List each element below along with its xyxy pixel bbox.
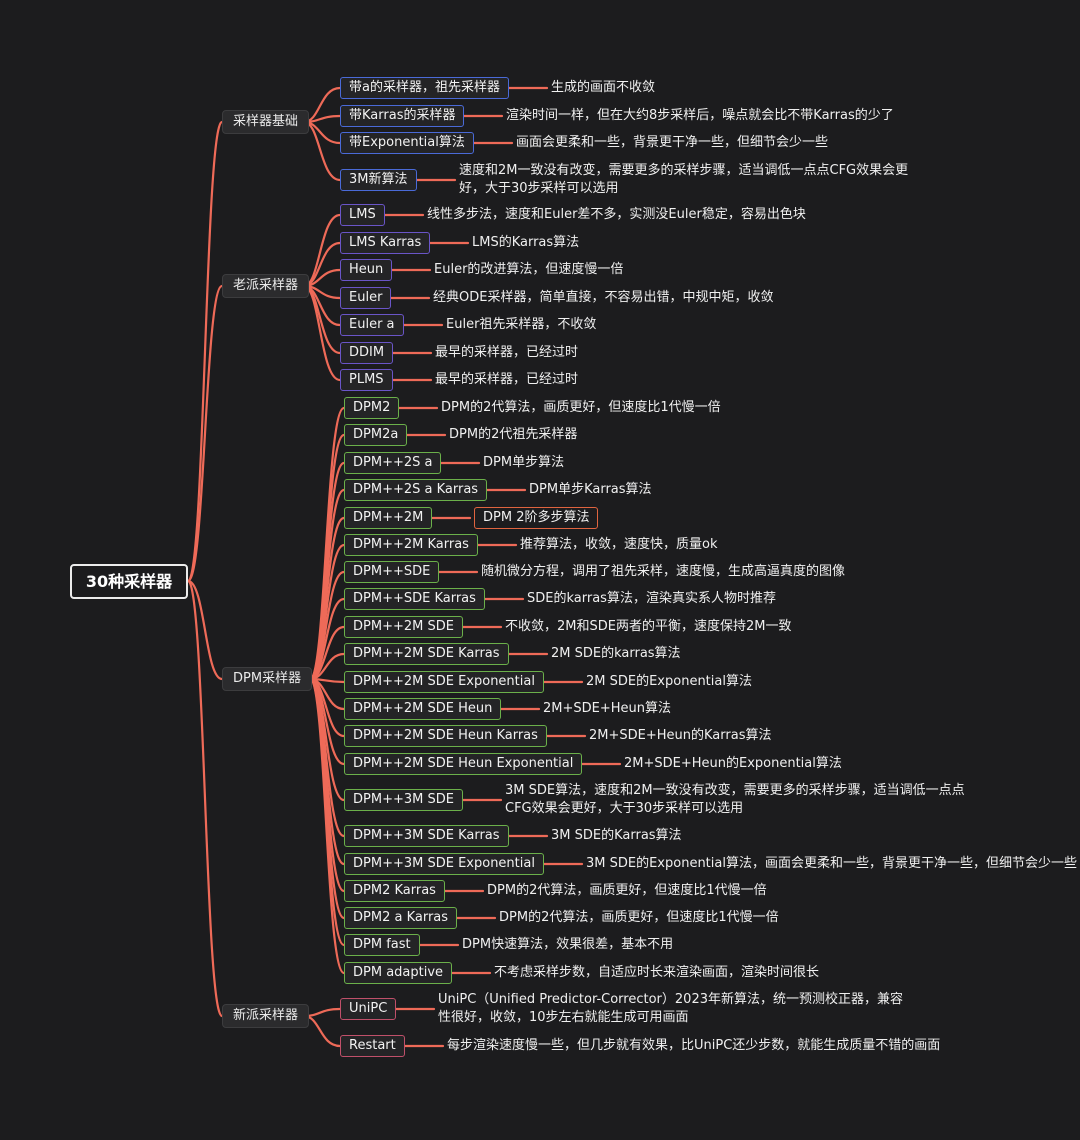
desc-dpm2a: DPM的2代祖先采样器 (449, 427, 578, 442)
connector-line (302, 284, 342, 382)
desc-dpm-fast: DPM快速算法，效果很差，基本不用 (462, 937, 674, 952)
desc-dpmpp-3m-sde-exponential: 3M SDE的Exponential算法，画面会更柔和一些，背景更干净一些，但细… (586, 856, 1077, 871)
connector-line (302, 120, 342, 182)
connector-line (186, 579, 224, 1018)
node-heun[interactable]: Heun (340, 259, 393, 281)
desc-exponential: 画面会更柔和一些，背景更干净一些，但细节会少一些 (516, 135, 829, 150)
node-dpmpp-2m-sde-karras[interactable]: DPM++2M SDE Karras (344, 643, 509, 665)
connector-line (302, 241, 342, 288)
desc-dpm2-karras: DPM的2代算法，画质更好，但速度比1代慢一倍 (487, 883, 767, 898)
desc-dpmpp-2m-sde-heun-exponential: 2M+SDE+Heun的Exponential算法 (624, 756, 842, 771)
desc-dpmpp-2m-sde-heun-karras: 2M+SDE+Heun的Karras算法 (589, 728, 772, 743)
node-dpmpp-3m-sde-karras[interactable]: DPM++3M SDE Karras (344, 825, 509, 847)
node-dpmpp-sde[interactable]: DPM++SDE (344, 561, 440, 583)
node-dpmpp-2s-a[interactable]: DPM++2S a (344, 452, 442, 474)
connector-line (308, 677, 346, 947)
node-karras-sampler[interactable]: 带Karras的采样器 (340, 105, 465, 127)
desc-karras-sampler: 渲染时间一样，但在大约8步采样后，噪点就会比不带Karras的少了 (506, 108, 894, 123)
node-euler-a[interactable]: Euler a (340, 314, 404, 336)
connector-line (302, 1007, 342, 1018)
node-restart[interactable]: Restart (340, 1035, 405, 1057)
node-lms-karras[interactable]: LMS Karras (340, 232, 431, 254)
desc-dpmpp-2m-sde-karras: 2M SDE的karras算法 (551, 646, 681, 661)
desc-3m-new: 速度和2M一致没有改变，需要更多的采样步骤，适当调低一点点CFG效果会更好，大于… (459, 163, 909, 196)
desc-euler-a: Euler祖先采样器，不收敛 (446, 317, 597, 332)
connector-line (186, 284, 224, 583)
connector-line (302, 114, 342, 124)
desc-dpmpp-sde: 随机微分方程，调用了祖先采样，速度慢，生成高逼真度的图像 (481, 564, 846, 579)
desc-dpmpp-2m-karras: 推荐算法，收敛，速度快，质量ok (520, 537, 718, 552)
desc-ancestral-sampler: 生成的画面不收敛 (551, 80, 656, 95)
node-dpmpp-3m-sde[interactable]: DPM++3M SDE (344, 789, 463, 811)
node-dpm2[interactable]: DPM2 (344, 397, 400, 419)
desc-dpmpp-2m-sde-heun: 2M+SDE+Heun算法 (543, 701, 672, 716)
node-dpm2-a-karras[interactable]: DPM2 a Karras (344, 907, 458, 929)
category-dpm[interactable]: DPM采样器 (222, 667, 313, 691)
node-dpmpp-2m-sde-heun-karras[interactable]: DPM++2M SDE Heun Karras (344, 725, 547, 747)
node-exponential[interactable]: 带Exponential算法 (340, 132, 474, 154)
node-dpmpp-2m[interactable]: DPM++2M (344, 507, 433, 529)
connector-line (302, 1014, 342, 1048)
desc-dpmpp-sde-karras: SDE的karras算法，渲染真实系人物时推荐 (527, 591, 776, 606)
category-basic[interactable]: 采样器基础 (222, 110, 310, 134)
node-dpmpp-2m-karras[interactable]: DPM++2M Karras (344, 534, 478, 556)
node-euler[interactable]: Euler (340, 287, 392, 309)
desc-lms: 线性多步法，速度和Euler差不多，实测没Euler稳定，容易出色块 (427, 207, 806, 222)
node-dpmpp-2m-sde-heun-exponential[interactable]: DPM++2M SDE Heun Exponential (344, 753, 583, 775)
category-old[interactable]: 老派采样器 (222, 274, 310, 298)
desc-heun: Euler的改进算法，但速度慢一倍 (434, 262, 624, 277)
node-dpmpp-3m-sde-exponential[interactable]: DPM++3M SDE Exponential (344, 853, 544, 875)
node-dpm2-karras[interactable]: DPM2 Karras (344, 880, 445, 902)
node-dpmpp-2m-sde-exponential[interactable]: DPM++2M SDE Exponential (344, 671, 544, 693)
desc-restart: 每步渲染速度慢一些，但几步就有效果，比UniPC还少步数，就能生成质量不错的画面 (447, 1038, 941, 1053)
desc-lms-karras: LMS的Karras算法 (472, 235, 580, 250)
node-ddim[interactable]: DDIM (340, 342, 394, 364)
desc-dpmpp-2s-a-karras: DPM单步Karras算法 (529, 482, 652, 497)
desc-dpmpp-3m-sde: 3M SDE算法，速度和2M一致没有改变，需要更多的采样步骤，适当调低一点点CF… (505, 783, 965, 816)
node-dpm-fast[interactable]: DPM fast (344, 934, 420, 956)
node-dpm2a[interactable]: DPM2a (344, 424, 408, 446)
node-plms[interactable]: PLMS (340, 369, 393, 391)
node-dpmpp-sde-karras[interactable]: DPM++SDE Karras (344, 588, 485, 610)
node-unipc[interactable]: UniPC (340, 998, 397, 1020)
desc-dpmpp-2m-sde: 不收敛，2M和SDE两者的平衡，速度保持2M一致 (505, 619, 792, 634)
node-lms[interactable]: LMS (340, 204, 385, 226)
desc-ddim: 最早的采样器，已经过时 (435, 345, 579, 360)
desc-dpmpp-2m-sde-exponential: 2M SDE的Exponential算法 (586, 674, 752, 689)
node-dpm-adaptive[interactable]: DPM adaptive (344, 962, 453, 984)
desc-dpm2: DPM的2代算法，画质更好，但速度比1代慢一倍 (441, 400, 721, 415)
node-3m-new[interactable]: 3M新算法 (340, 169, 417, 191)
node-dpmpp-2s-a-karras[interactable]: DPM++2S a Karras (344, 479, 488, 501)
connector-line (186, 120, 224, 583)
desc-dpmpp-3m-sde-karras: 3M SDE的Karras算法 (551, 828, 682, 843)
category-new[interactable]: 新派采样器 (222, 1004, 310, 1028)
root-node[interactable]: 30种采样器 (70, 564, 188, 599)
desc-plms: 最早的采样器，已经过时 (435, 372, 579, 387)
desc-dpmpp-2s-a: DPM单步算法 (483, 455, 565, 470)
node-dpmpp-2m-sde[interactable]: DPM++2M SDE (344, 616, 463, 638)
node-dpmpp-2m-sde-heun[interactable]: DPM++2M SDE Heun (344, 698, 502, 720)
desc-euler: 经典ODE采样器，简单直接，不容易出错，中规中矩，收敛 (433, 290, 774, 305)
desc-dpm2-a-karras: DPM的2代算法，画质更好，但速度比1代慢一倍 (499, 910, 779, 925)
desc-dpmpp-2m: DPM 2阶多步算法 (474, 507, 599, 529)
connector-line (308, 677, 346, 975)
connector-line (186, 579, 224, 681)
desc-unipc: UniPC（Unified Predictor-Corrector）2023年新… (438, 992, 903, 1025)
desc-dpm-adaptive: 不考虑采样步数，自适应时长来渲染画面，渲染时间很长 (494, 965, 820, 980)
node-ancestral-sampler[interactable]: 带a的采样器，祖先采样器 (340, 77, 509, 99)
